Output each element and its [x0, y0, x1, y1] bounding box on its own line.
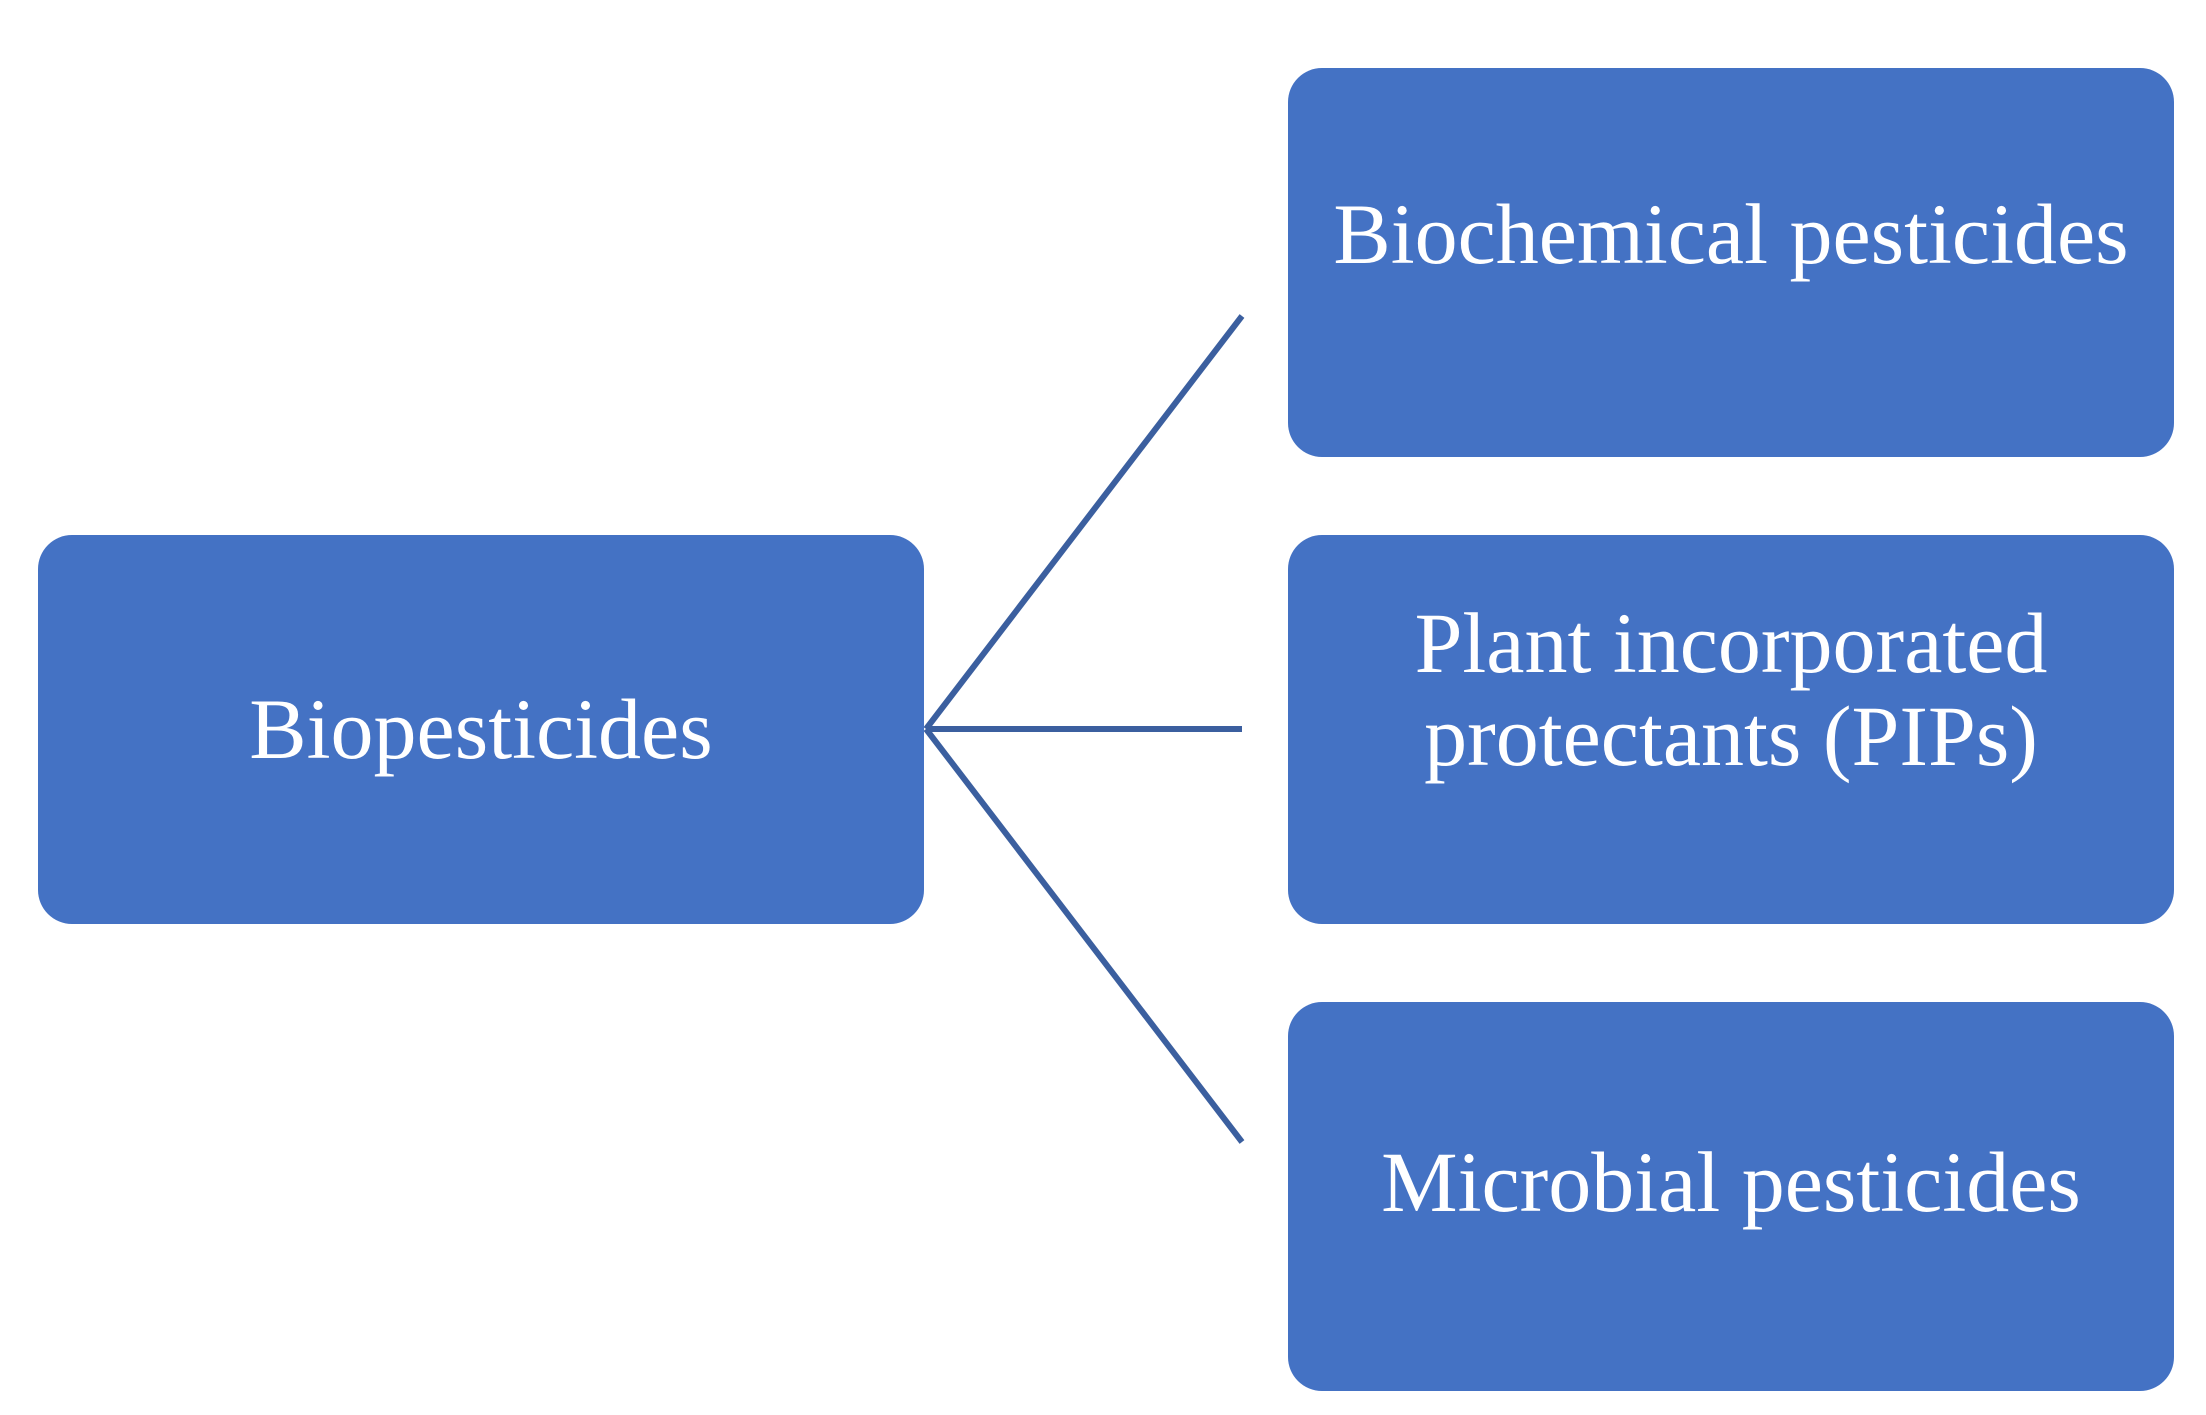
connector-to-microbial: [923, 727, 1245, 1144]
child-node-plant-incorporated-protectants: Plant incorporated protectants (PIPs): [1288, 535, 2174, 924]
child-node-label-line-2: protectants (PIPs): [1424, 687, 2038, 784]
child-node-label-line-1: Plant incorporated: [1414, 594, 2048, 691]
child-node-biochemical-pesticides: Biochemical pesticides: [1288, 68, 2174, 457]
root-node-biopesticides: Biopesticides: [38, 535, 924, 924]
child-node-label: Biochemical pesticides: [1333, 186, 2129, 283]
child-node-microbial-pesticides: Microbial pesticides: [1288, 1002, 2174, 1391]
connector-to-biochemical: [923, 314, 1245, 731]
child-node-label: Microbial pesticides: [1381, 1134, 2081, 1231]
root-node-label: Biopesticides: [249, 681, 713, 778]
